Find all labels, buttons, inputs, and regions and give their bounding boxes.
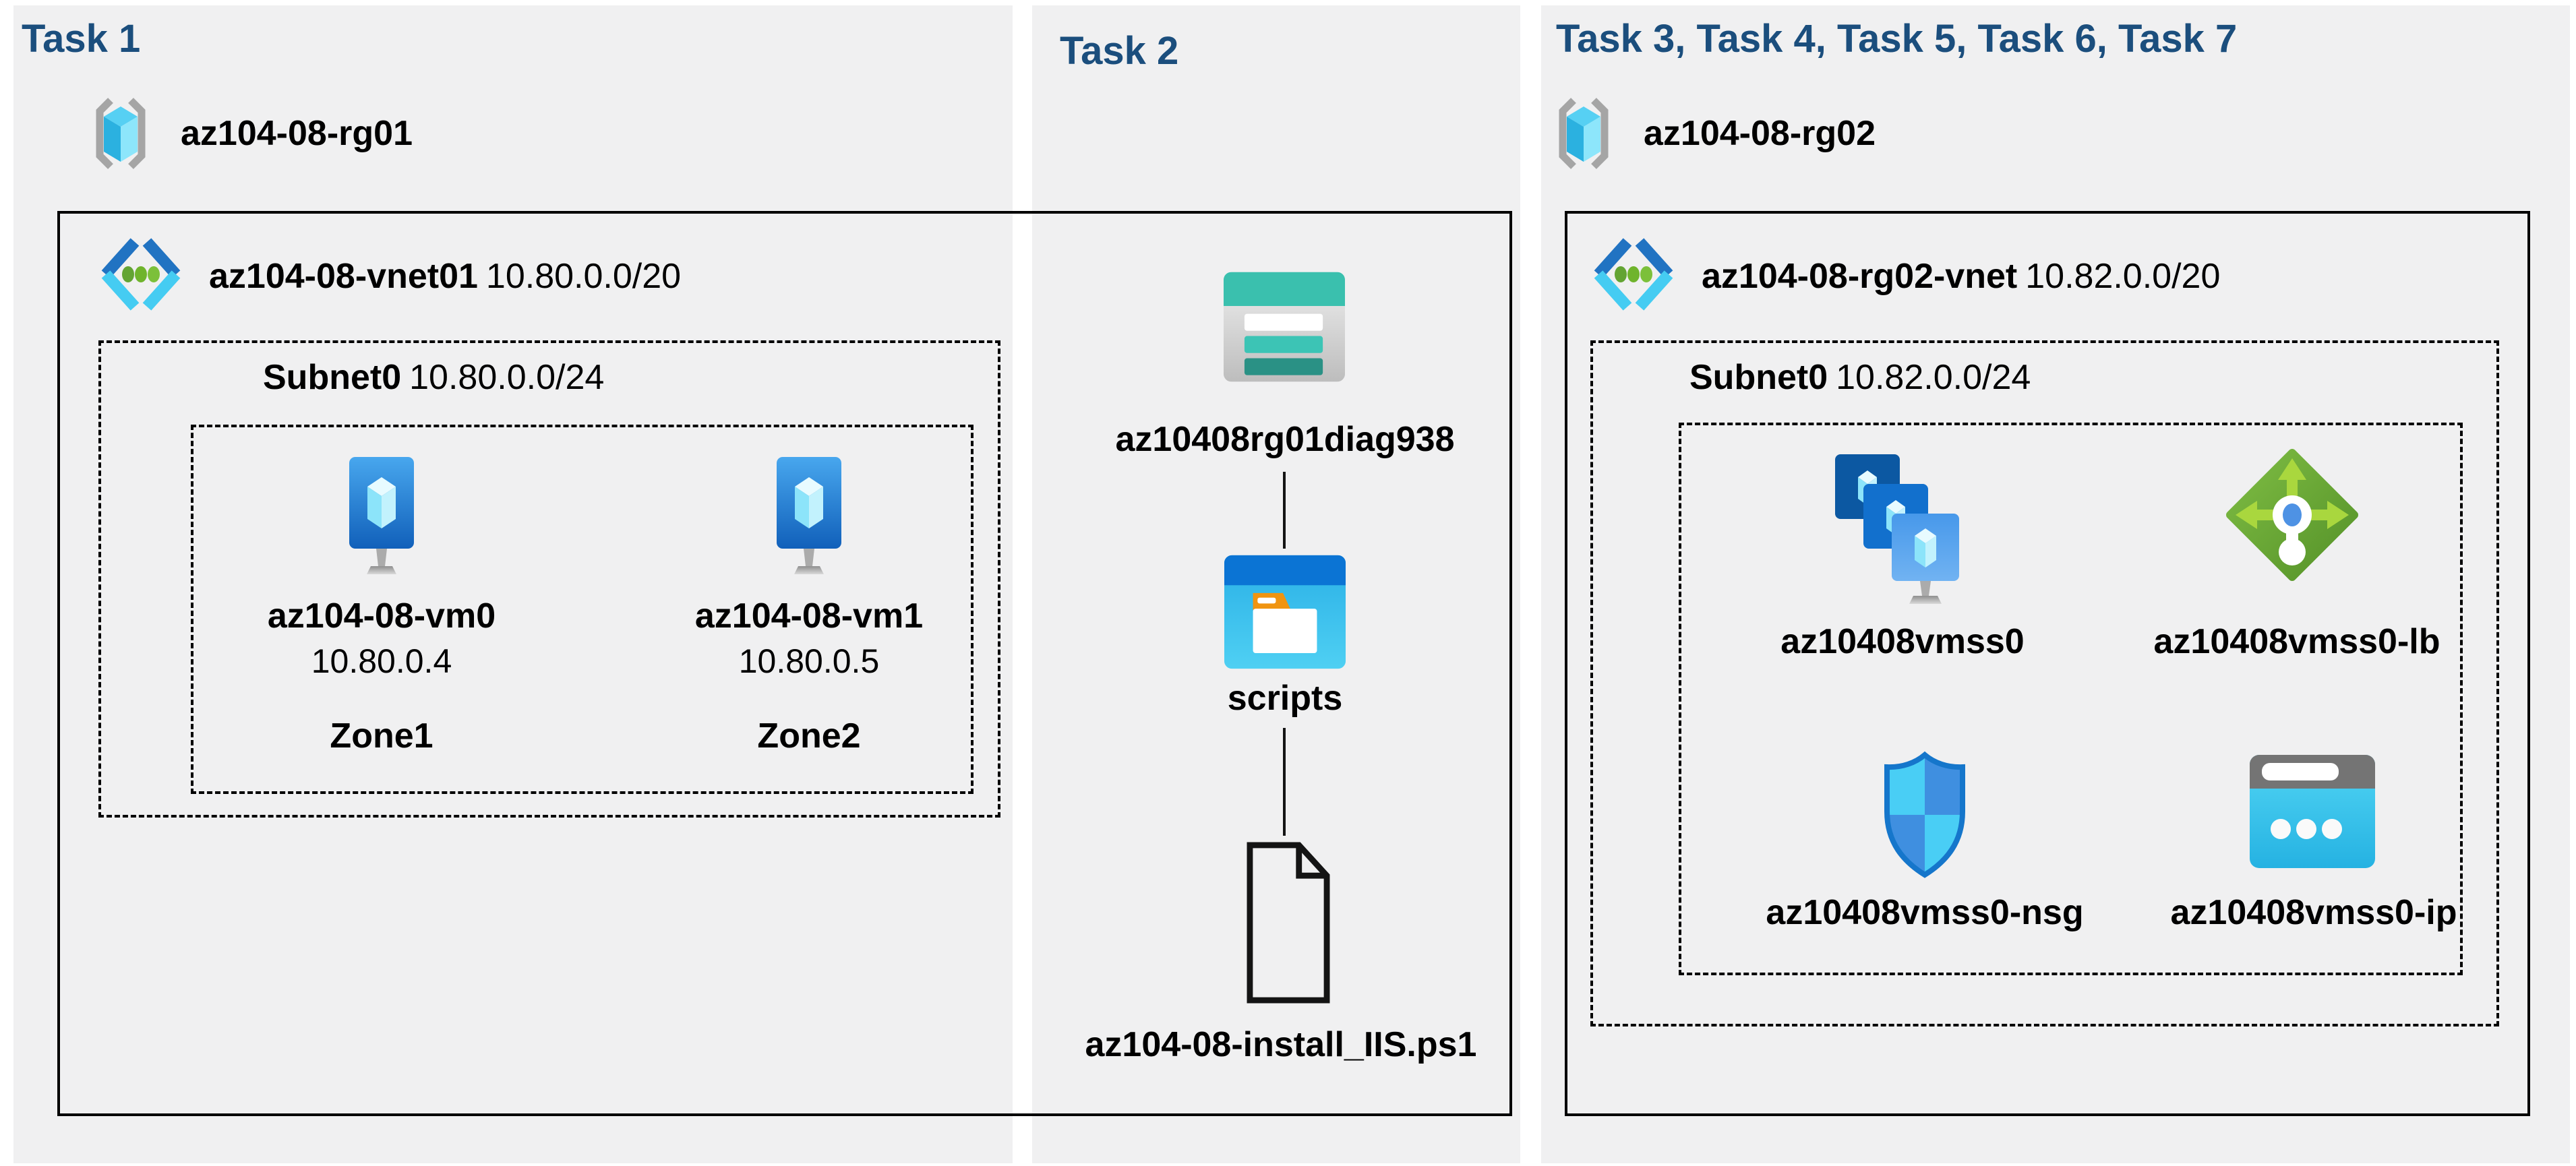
vm-ip: 10.80.0.4 [311,642,452,680]
vm-zone: Zone1 [330,716,433,756]
virtual-network-icon [101,238,181,311]
task37-resources-box [1679,423,2463,975]
task1-title: Task 1 [22,17,141,61]
subnet-cidr: 10.80.0.0/24 [409,358,605,397]
task2-title: Task 2 [1060,29,1179,73]
resource-group-icon [96,98,146,169]
load-balancer-name: az10408vmss0-lb [2153,622,2440,661]
public-ip-name: az10408vmss0-ip [2170,893,2457,932]
nsg-icon [1884,751,1965,878]
script-file-name: az104-08-install_IIS.ps1 [1085,1025,1477,1064]
task37-title: Task 3, Task 4, Task 5, Task 6, Task 7 [1556,17,2238,61]
virtual-machine-icon [777,457,841,574]
virtual-machine-icon [349,457,414,574]
task1-zones-box [191,425,974,794]
vm-zone: Zone2 [757,716,861,756]
connector-line [1283,472,1286,549]
resource-group-icon [1559,98,1609,169]
vnet-name: az104-08-vnet01 [209,257,478,296]
virtual-network-icon [1594,238,1673,311]
load-balancer-icon [2226,449,2358,581]
storage-account-icon [1223,272,1346,382]
task1-panel [13,5,1013,1163]
storage-account-name: az10408rg01diag938 [1115,420,1455,459]
resource-group-name: az104-08-rg02 [1644,114,1876,153]
subnet-cidr: 10.82.0.0/24 [1836,358,2031,397]
task37-panel [1541,5,2570,1163]
subnet-name: Subnet0 [1689,358,1828,397]
vmss-icon [1835,454,1959,604]
vm-name: az104-08-vm1 [694,596,924,636]
task1-subnet-box [98,340,1000,818]
vnet-cidr: 10.80.0.0/20 [485,257,682,296]
task37-vnet-box [1565,211,2530,1116]
vm-name: az104-08-vm0 [267,596,496,636]
task1-vnet-box [57,211,1512,1116]
container-name: scripts [1227,679,1343,718]
subnet-name: Subnet0 [263,358,402,397]
resource-group-name: az104-08-rg01 [181,114,413,153]
vnet-cidr: 10.82.0.0/20 [2025,257,2221,296]
public-ip-icon [2250,755,2375,868]
script-file-icon [1247,842,1330,1004]
task37-subnet-box [1590,340,2499,1026]
blob-container-icon [1224,555,1346,669]
nsg-name: az10408vmss0-nsg [1766,893,2084,932]
vmss-name: az10408vmss0 [1780,622,2025,661]
vnet-name: az104-08-rg02-vnet [1702,257,2018,296]
connector-line [1283,728,1286,836]
vm-ip: 10.80.0.5 [738,642,880,680]
